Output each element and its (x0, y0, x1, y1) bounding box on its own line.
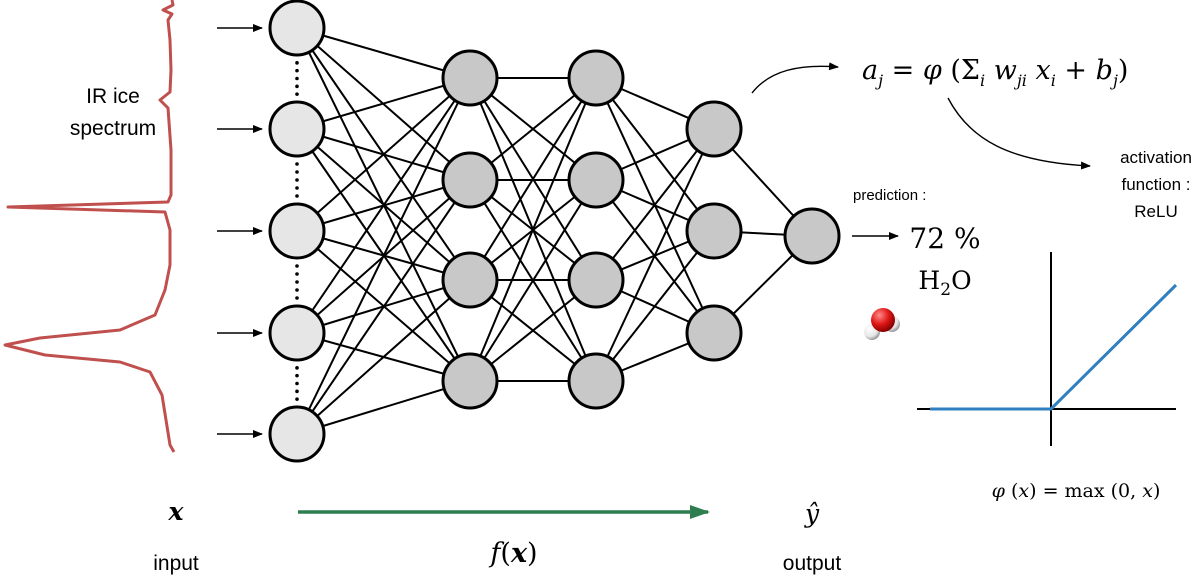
ellipsis-dot (295, 381, 299, 386)
hidden-node (567, 251, 625, 309)
ellipsis-dot (295, 68, 299, 73)
ellipsis-dot (295, 389, 299, 394)
input-ellipsis-dots (295, 61, 299, 401)
network-connections (296, 27, 813, 435)
hidden-node (685, 100, 743, 158)
connection-line (296, 179, 471, 435)
input-node (268, 0, 326, 57)
ellipsis-dot (295, 170, 299, 174)
ellipsis-dot (295, 186, 299, 190)
connection-line (469, 179, 597, 382)
water-molecule-icon (864, 308, 900, 340)
ellipsis-dot (295, 296, 299, 300)
input-node (268, 202, 326, 260)
ellipsis-dot (295, 280, 299, 284)
hidden-node (441, 352, 499, 410)
ellipsis-dot (295, 194, 299, 198)
spectrum-label-line2: spectrum (70, 117, 156, 140)
connection-line (296, 77, 471, 435)
connection-line (296, 27, 471, 79)
function-label: f(x) (488, 538, 537, 569)
input-node (268, 304, 326, 362)
hidden-node (567, 352, 625, 410)
hidden-node (567, 151, 625, 209)
ellipsis-dot (295, 366, 299, 370)
ellipsis-dot (295, 288, 299, 292)
hidden-node (685, 202, 743, 260)
input-arrows (217, 24, 263, 438)
ellipsis-dot (295, 397, 299, 401)
connection-line (296, 77, 471, 232)
ellipsis-dot (295, 61, 299, 65)
activation-label-line2: function : (1122, 175, 1191, 194)
hidden-node (441, 151, 499, 209)
prediction-value: 72 % (909, 222, 980, 255)
ellipsis-dot (295, 92, 299, 96)
output-label: output (783, 552, 842, 575)
ellipsis-dot (295, 162, 299, 166)
ellipsis-dot (295, 272, 299, 276)
connection-line (469, 77, 597, 382)
hidden-node (567, 49, 625, 107)
ellipsis-dot (295, 264, 299, 268)
relu-curve (930, 283, 1178, 411)
input-node (268, 100, 326, 158)
hidden-node (441, 251, 499, 309)
connection-line (296, 380, 471, 435)
hidden-node (441, 49, 499, 107)
connection-line (296, 279, 471, 435)
connection-line (296, 77, 471, 334)
neuron-formula: aj = φ (Σi wji xi + bj) (862, 55, 1128, 90)
input-node (268, 405, 326, 463)
activation-label-line1: activation (1120, 148, 1192, 167)
output-symbol: ŷ (804, 499, 820, 528)
prediction-label: prediction : (853, 187, 926, 204)
ellipsis-dot (295, 84, 299, 89)
prediction-molecule: H2O (918, 266, 971, 300)
activation-pointer-arrow (947, 97, 1091, 170)
connection-line (296, 77, 471, 130)
formula-pointer-arrow (751, 62, 839, 94)
output-node (783, 207, 841, 265)
connection-line (595, 230, 715, 382)
network-nodes (268, 0, 841, 463)
connection-line (595, 128, 715, 382)
spectrum-label-line1: IR ice (86, 85, 140, 108)
input-label: input (153, 552, 199, 575)
relu-formula: φ (x) = max (0, x) (992, 480, 1161, 502)
activation-label-line3: ReLU (1134, 202, 1177, 221)
relu-plot (917, 252, 1178, 446)
hidden-node (685, 304, 743, 362)
input-symbol: x (168, 497, 185, 526)
connection-line (469, 77, 597, 281)
ellipsis-dot (295, 178, 299, 182)
ellipsis-dot (295, 76, 299, 81)
ellipsis-dot (295, 373, 299, 378)
connection-line (595, 128, 715, 281)
ir-spectrum-curve (3, 0, 176, 453)
